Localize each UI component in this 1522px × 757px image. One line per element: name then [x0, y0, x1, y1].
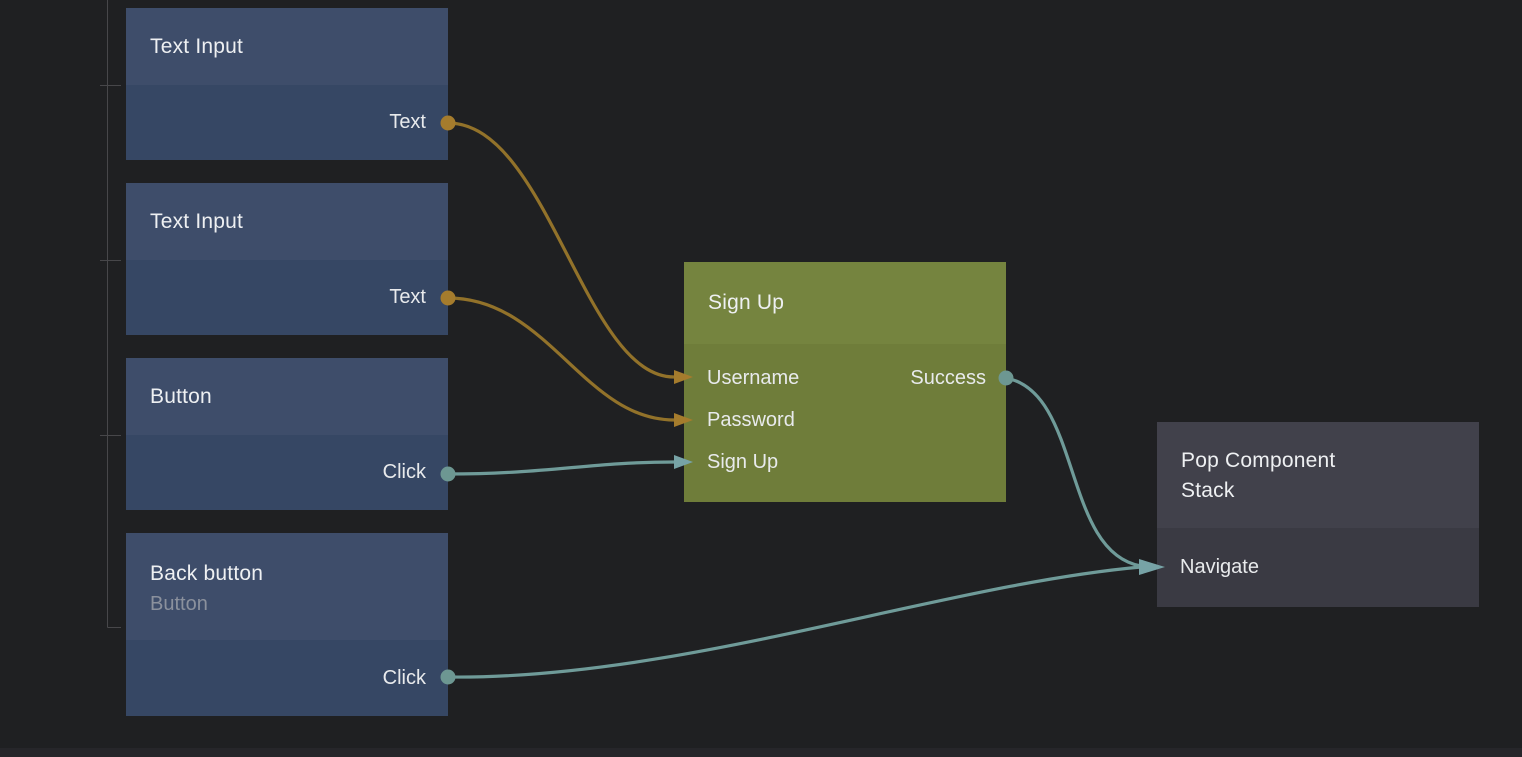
node-text-input-2[interactable]: Text Input Text: [126, 183, 448, 335]
node-text-input-1[interactable]: Text Input Text: [126, 8, 448, 160]
node-body: Navigate: [1157, 528, 1479, 607]
output-row: Click: [126, 435, 448, 510]
output-row: Text: [126, 260, 448, 335]
node-body: Click: [126, 640, 448, 716]
port-row-password: Password: [684, 399, 1006, 441]
input-label-navigate: Navigate: [1180, 555, 1259, 578]
node-body: Text: [126, 260, 448, 335]
node-title: Text Input: [150, 34, 244, 58]
node-header[interactable]: Text Input: [126, 8, 448, 85]
node-title: Button: [150, 384, 212, 408]
node-body: Username Success Password Sign Up: [684, 344, 1006, 502]
output-label-success: Success: [910, 366, 986, 389]
node-header[interactable]: Text Input: [126, 183, 448, 260]
node-title: Pop Component Stack: [1181, 449, 1336, 502]
node-body: Text: [126, 85, 448, 160]
node-header[interactable]: Button: [126, 358, 448, 435]
node-title: Back button: [150, 562, 264, 585]
port-row-navigate: Navigate: [1157, 546, 1479, 588]
node-title: Text Input: [150, 209, 244, 233]
wire-backclick-to-navigate[interactable]: [447, 565, 1142, 679]
wire-success-to-navigate[interactable]: [1005, 376, 1142, 568]
port-row-username-success: Username Success: [684, 357, 1006, 399]
output-label-click: Click: [382, 666, 426, 689]
wire-text1-to-username[interactable]: [447, 121, 675, 379]
node-back-button[interactable]: Back button Button Click: [126, 533, 448, 716]
node-button[interactable]: Button Click: [126, 358, 448, 510]
node-pop-component-stack[interactable]: Pop Component Stack Navigate: [1157, 422, 1479, 607]
input-label-username: Username: [707, 366, 800, 389]
wire-text2-to-password[interactable]: [447, 296, 675, 422]
output-row: Click: [126, 640, 448, 716]
input-label-password: Password: [707, 408, 795, 431]
wire-click-to-signup[interactable]: [447, 460, 675, 476]
node-header[interactable]: Pop Component Stack: [1157, 422, 1479, 528]
output-row: Text: [126, 85, 448, 160]
node-header[interactable]: Back button Button: [126, 533, 448, 640]
input-label-signup: Sign Up: [707, 450, 779, 473]
node-body: Click: [126, 435, 448, 510]
port-row-signup: Sign Up: [684, 441, 1006, 483]
horizontal-scrollbar[interactable]: [0, 748, 1522, 757]
node-sign-up[interactable]: Sign Up Username Success Password Sign U…: [684, 262, 1006, 502]
output-label-click: Click: [382, 461, 426, 483]
node-title: Sign Up: [708, 291, 785, 314]
node-subtitle: Button: [150, 593, 208, 615]
output-label-text: Text: [389, 286, 426, 308]
output-label-text: Text: [389, 111, 426, 133]
node-header[interactable]: Sign Up: [684, 262, 1006, 344]
